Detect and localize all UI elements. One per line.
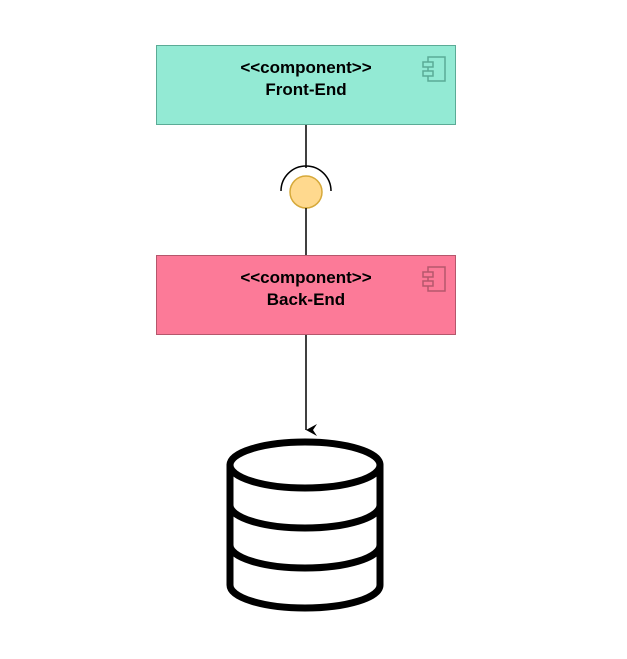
component-icon	[422, 56, 446, 82]
backend-name: Back-End	[266, 290, 346, 309]
backend-stereotype: <<component>>	[240, 268, 372, 287]
frontend-stereotype: <<component>>	[240, 58, 372, 77]
frontend-name: Front-End	[265, 80, 347, 99]
backend-component[interactable]: <<component>> Back-End	[156, 255, 456, 335]
component-icon	[422, 266, 446, 292]
frontend-component[interactable]: <<component>> Front-End	[156, 45, 456, 125]
socket	[280, 165, 332, 192]
database-icon	[226, 438, 384, 612]
ball	[289, 175, 323, 209]
